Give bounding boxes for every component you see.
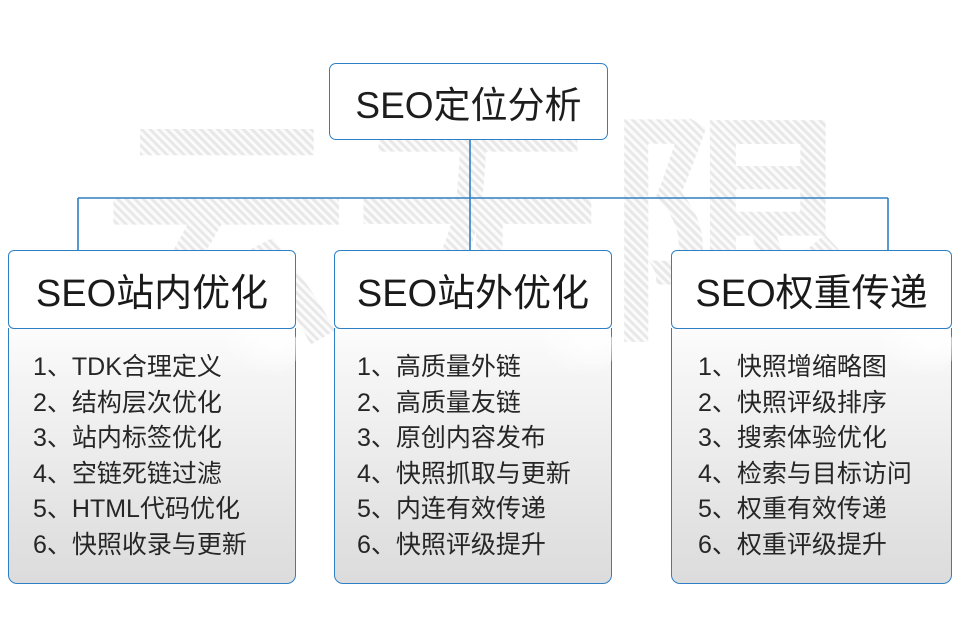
list-item[interactable]: 3、 原创内容发布 xyxy=(335,421,611,457)
list-item-index: 3、 xyxy=(33,424,72,452)
list-item[interactable]: 6、 快照评级提升 xyxy=(335,528,611,564)
list-item[interactable]: 5、 权重有效传递 xyxy=(672,492,951,528)
list-item[interactable]: 4、 检索与目标访问 xyxy=(672,457,951,493)
list-item-label: 原创内容发布 xyxy=(395,424,546,452)
list-item[interactable]: 2、 快照评级排序 xyxy=(672,386,951,422)
list-item[interactable]: 2、 结构层次优化 xyxy=(9,386,295,422)
branch-item-list-1: 1、 TDK合理定义 2、 结构层次优化 3、 站内标签优化 4、 空链死链过滤… xyxy=(9,350,295,563)
list-item[interactable]: 4、 快照抓取与更新 xyxy=(335,457,611,493)
list-item-index: 6、 xyxy=(33,530,72,559)
list-item-index: 3、 xyxy=(698,424,737,452)
list-item-index: 2、 xyxy=(33,388,72,417)
branch-column-2: SEO站外优化 1、 高质量外链 2、 高质量友链 3、 原创内容发布 4、 快 xyxy=(334,250,615,584)
branch-header-2[interactable]: SEO站外优化 xyxy=(334,250,612,329)
list-item-label: 快照评级提升 xyxy=(395,530,546,559)
list-item-label: 快照收录与更新 xyxy=(71,530,247,559)
list-item-index: 1、 xyxy=(698,353,737,381)
branch-item-list-3: 1、 快照增缩略图 2、 快照评级排序 3、 搜索体验优化 4、 检索与目标访问… xyxy=(672,350,951,563)
list-item-index: 2、 xyxy=(357,388,396,417)
list-item[interactable]: 2、 高质量友链 xyxy=(335,386,611,422)
branch-item-list-2: 1、 高质量外链 2、 高质量友链 3、 原创内容发布 4、 快照抓取与更新 5… xyxy=(335,350,611,563)
list-item-label: 内连有效传递 xyxy=(395,495,546,523)
branch-body-3: 1、 快照增缩略图 2、 快照评级排序 3、 搜索体验优化 4、 检索与目标访问… xyxy=(671,320,955,584)
list-item-label: 检索与目标访问 xyxy=(736,459,912,488)
list-item-label: 高质量外链 xyxy=(395,353,521,381)
list-item-label: 快照抓取与更新 xyxy=(395,459,571,488)
list-item-index: 6、 xyxy=(698,530,737,559)
list-item[interactable]: 1、 TDK合理定义 xyxy=(9,350,295,386)
list-item[interactable]: 6、 权重评级提升 xyxy=(672,528,951,564)
list-item-label: TDK合理定义 xyxy=(71,353,222,381)
list-item[interactable]: 5、 内连有效传递 xyxy=(335,492,611,528)
list-item[interactable]: 4、 空链死链过滤 xyxy=(9,457,295,493)
list-item-index: 4、 xyxy=(33,459,72,488)
list-item-label: 快照评级排序 xyxy=(736,388,887,417)
list-item-label: 结构层次优化 xyxy=(71,388,222,417)
root-node-label: SEO定位分析 xyxy=(355,84,582,126)
list-item-index: 3、 xyxy=(357,424,396,452)
branch-column-1: SEO站内优化 1、 TDK合理定义 2、 结构层次优化 3、 站内标签优化 4… xyxy=(8,250,299,584)
list-item[interactable]: 6、 快照收录与更新 xyxy=(9,528,295,564)
branch-header-label-2: SEO站外优化 xyxy=(356,273,590,315)
list-item[interactable]: 3、 站内标签优化 xyxy=(9,421,295,457)
list-item-label: 快照增缩略图 xyxy=(736,353,887,381)
list-item-label: 站内标签优化 xyxy=(71,424,222,452)
list-item-index: 4、 xyxy=(698,459,737,488)
list-item-label: 高质量友链 xyxy=(395,388,521,417)
list-item-label: 搜索体验优化 xyxy=(736,424,887,452)
list-item-index: 4、 xyxy=(357,459,396,488)
list-item-label: 空链死链过滤 xyxy=(71,459,222,488)
list-item-index: 1、 xyxy=(33,353,72,381)
list-item-index: 5、 xyxy=(698,495,737,523)
list-item[interactable]: 5、 HTML代码优化 xyxy=(9,492,295,528)
list-item-label: HTML代码优化 xyxy=(71,495,240,523)
list-item-label: 权重评级提升 xyxy=(736,530,887,559)
list-item[interactable]: 1、 快照增缩略图 xyxy=(672,350,951,386)
list-item-index: 2、 xyxy=(698,388,737,417)
list-item-label: 权重有效传递 xyxy=(736,495,887,523)
list-item-index: 6、 xyxy=(357,530,396,559)
branch-column-3: SEO权重传递 1、 快照增缩略图 2、 快照评级排序 3、 搜索体验优化 4、 xyxy=(671,250,955,584)
root-node[interactable]: SEO定位分析 xyxy=(329,63,608,140)
list-item-index: 5、 xyxy=(33,495,72,523)
list-item[interactable]: 1、 高质量外链 xyxy=(335,350,611,386)
list-item-index: 1、 xyxy=(357,353,396,381)
list-item-index: 5、 xyxy=(357,495,396,523)
branch-header-1[interactable]: SEO站内优化 xyxy=(8,250,296,329)
list-item[interactable]: 3、 搜索体验优化 xyxy=(672,421,951,457)
branch-body-1: 1、 TDK合理定义 2、 结构层次优化 3、 站内标签优化 4、 空链死链过滤… xyxy=(8,320,299,584)
branch-header-3[interactable]: SEO权重传递 xyxy=(671,250,952,329)
branch-header-label-1: SEO站内优化 xyxy=(35,273,269,315)
branch-body-2: 1、 高质量外链 2、 高质量友链 3、 原创内容发布 4、 快照抓取与更新 5… xyxy=(334,320,615,584)
branch-header-label-3: SEO权重传递 xyxy=(695,273,928,315)
